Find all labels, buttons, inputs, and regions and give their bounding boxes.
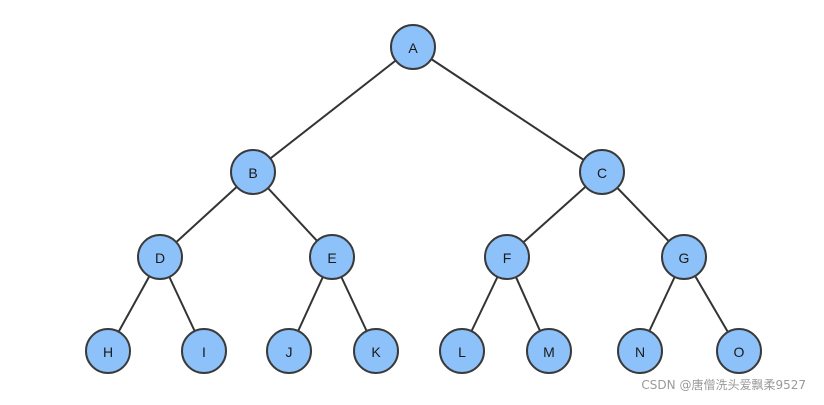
node-k: K [353, 328, 399, 374]
nodes-layer: A B C D E F G H I J K L M N O [85, 24, 762, 374]
node-label: G [679, 250, 690, 266]
watermark: CSDN @唐僧洗头爱飘柔9527 [641, 378, 806, 392]
node-circle [439, 328, 485, 374]
node-circle [181, 328, 227, 374]
node-a: A [390, 24, 436, 70]
node-j: J [266, 328, 312, 374]
node-circle [353, 328, 399, 374]
node-label: B [248, 165, 257, 181]
node-circle [716, 328, 762, 374]
node-c: C [579, 149, 625, 195]
edges-layer [107, 46, 740, 352]
node-label: L [458, 344, 466, 360]
node-e: E [309, 234, 355, 280]
node-circle [484, 234, 530, 280]
node-l: L [439, 328, 485, 374]
node-circle [526, 328, 572, 374]
node-circle [390, 24, 436, 70]
node-o: O [716, 328, 762, 374]
node-label: C [597, 165, 607, 181]
node-circle [266, 328, 312, 374]
node-m: M [526, 328, 572, 374]
node-label: I [202, 344, 206, 360]
node-i: I [181, 328, 227, 374]
node-label: D [155, 250, 165, 266]
node-circle [230, 149, 276, 195]
node-label: N [635, 344, 645, 360]
node-circle [137, 234, 183, 280]
node-circle [85, 328, 131, 374]
node-label: M [543, 344, 555, 360]
node-label: H [103, 344, 113, 360]
node-circle [617, 328, 663, 374]
node-circle [309, 234, 355, 280]
node-label: J [286, 344, 293, 360]
node-d: D [137, 234, 183, 280]
node-label: F [503, 250, 512, 266]
edge-a-b [252, 46, 414, 173]
node-h: H [85, 328, 131, 374]
node-label: O [734, 344, 745, 360]
node-g: G [661, 234, 707, 280]
node-b: B [230, 149, 276, 195]
node-circle [661, 234, 707, 280]
node-label: A [408, 40, 418, 56]
node-n: N [617, 328, 663, 374]
node-label: E [327, 250, 336, 266]
node-label: K [371, 344, 381, 360]
node-f: F [484, 234, 530, 280]
edge-a-c [412, 46, 603, 173]
node-circle [579, 149, 625, 195]
